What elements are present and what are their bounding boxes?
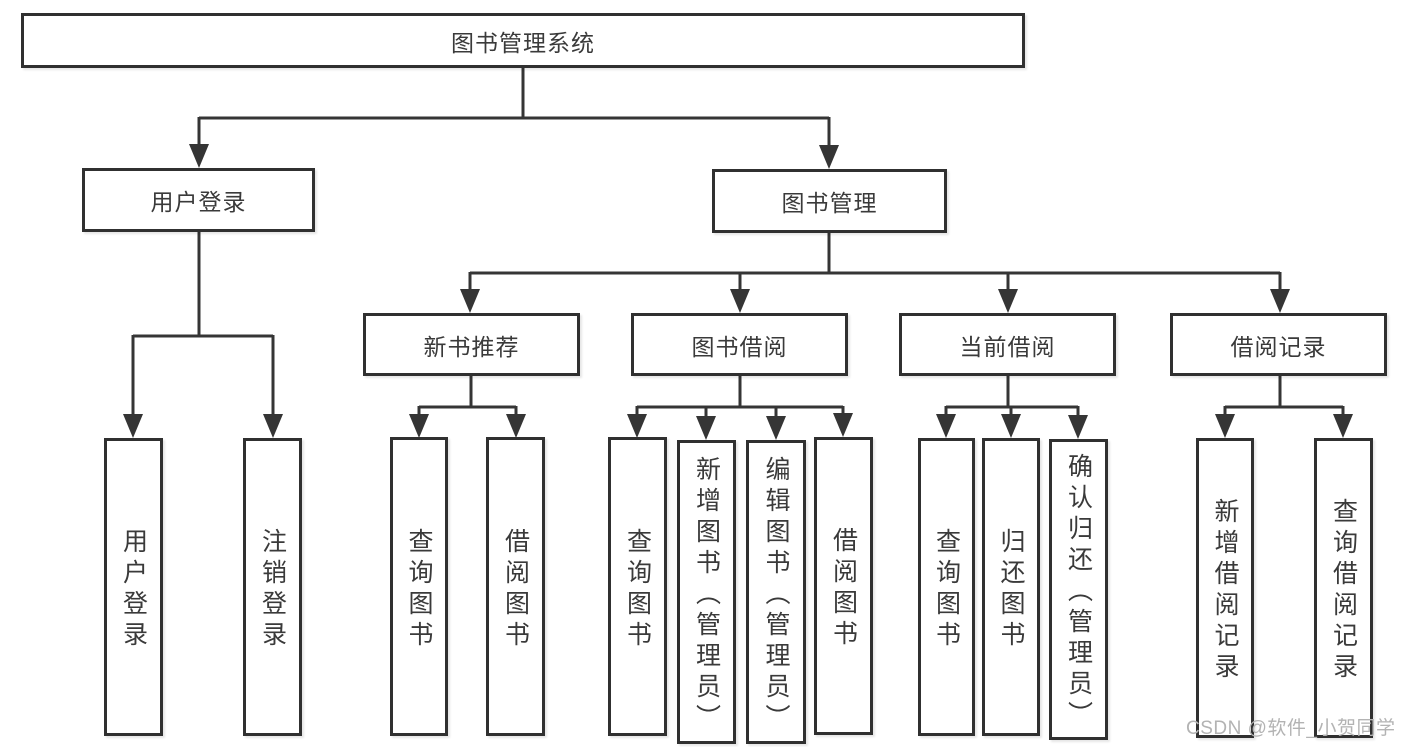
leaf-add-book-admin: 新增图书（管理员） xyxy=(677,440,736,744)
leaf-return-book: 归还图书 xyxy=(982,438,1040,736)
leaf-query-book-current: 查询图书 xyxy=(918,438,975,736)
leaf-edit-book-admin: 编辑图书（管理员） xyxy=(746,440,806,744)
leaf-confirm-return-admin: 确认归还（管理员） xyxy=(1049,439,1108,740)
leaf-logout-label: 注销登录 xyxy=(258,528,287,652)
leaf-user-login: 用户登录 xyxy=(104,438,163,736)
node-current-borrow: 当前借阅 xyxy=(899,313,1116,376)
leaf-add-book-admin-label: 新增图书（管理员） xyxy=(692,455,721,735)
leaf-add-borrow-record: 新增借阅记录 xyxy=(1196,438,1254,738)
leaf-edit-book-admin-label: 编辑图书（管理员） xyxy=(762,455,790,735)
node-user-login-label: 用户登录 xyxy=(150,189,247,215)
watermark: CSDN @软件_小贺同学 xyxy=(1186,718,1396,739)
leaf-query-book-recommend-label: 查询图书 xyxy=(405,527,433,652)
node-borrow-records: 借阅记录 xyxy=(1170,313,1387,376)
leaf-query-book-borrow-label: 查询图书 xyxy=(623,527,652,652)
leaf-logout: 注销登录 xyxy=(243,438,302,736)
leaf-borrow-book-borrow-label: 借阅图书 xyxy=(829,527,858,651)
leaf-query-borrow-record-label: 查询借阅记录 xyxy=(1329,498,1358,684)
leaf-borrow-book-recommend-label: 借阅图书 xyxy=(501,527,530,652)
node-new-book-recommend: 新书推荐 xyxy=(363,313,580,376)
node-book-borrow: 图书借阅 xyxy=(631,313,848,376)
leaf-return-book-label: 归还图书 xyxy=(997,528,1025,652)
leaf-add-borrow-record-label: 新增借阅记录 xyxy=(1211,498,1239,684)
node-book-management: 图书管理 xyxy=(712,169,947,233)
node-book-borrow-label: 图书借阅 xyxy=(691,333,788,360)
node-book-management-label: 图书管理 xyxy=(781,190,878,216)
node-current-borrow-label: 当前借阅 xyxy=(959,333,1056,360)
node-borrow-records-label: 借阅记录 xyxy=(1230,333,1327,360)
node-new-book-recommend-label: 新书推荐 xyxy=(423,333,520,360)
leaf-user-login-label: 用户登录 xyxy=(119,528,148,652)
leaf-confirm-return-admin-label: 确认归还（管理员） xyxy=(1064,453,1093,732)
node-root-label: 图书管理系统 xyxy=(451,29,595,56)
leaf-borrow-book-borrow: 借阅图书 xyxy=(814,437,873,735)
leaf-borrow-book-recommend: 借阅图书 xyxy=(486,437,545,736)
leaf-query-book-current-label: 查询图书 xyxy=(932,528,961,652)
leaf-query-book-recommend: 查询图书 xyxy=(390,437,448,736)
leaf-query-book-borrow: 查询图书 xyxy=(608,437,667,736)
leaf-query-borrow-record: 查询借阅记录 xyxy=(1314,438,1373,738)
node-root: 图书管理系统 xyxy=(21,13,1025,68)
node-user-login: 用户登录 xyxy=(82,168,315,232)
